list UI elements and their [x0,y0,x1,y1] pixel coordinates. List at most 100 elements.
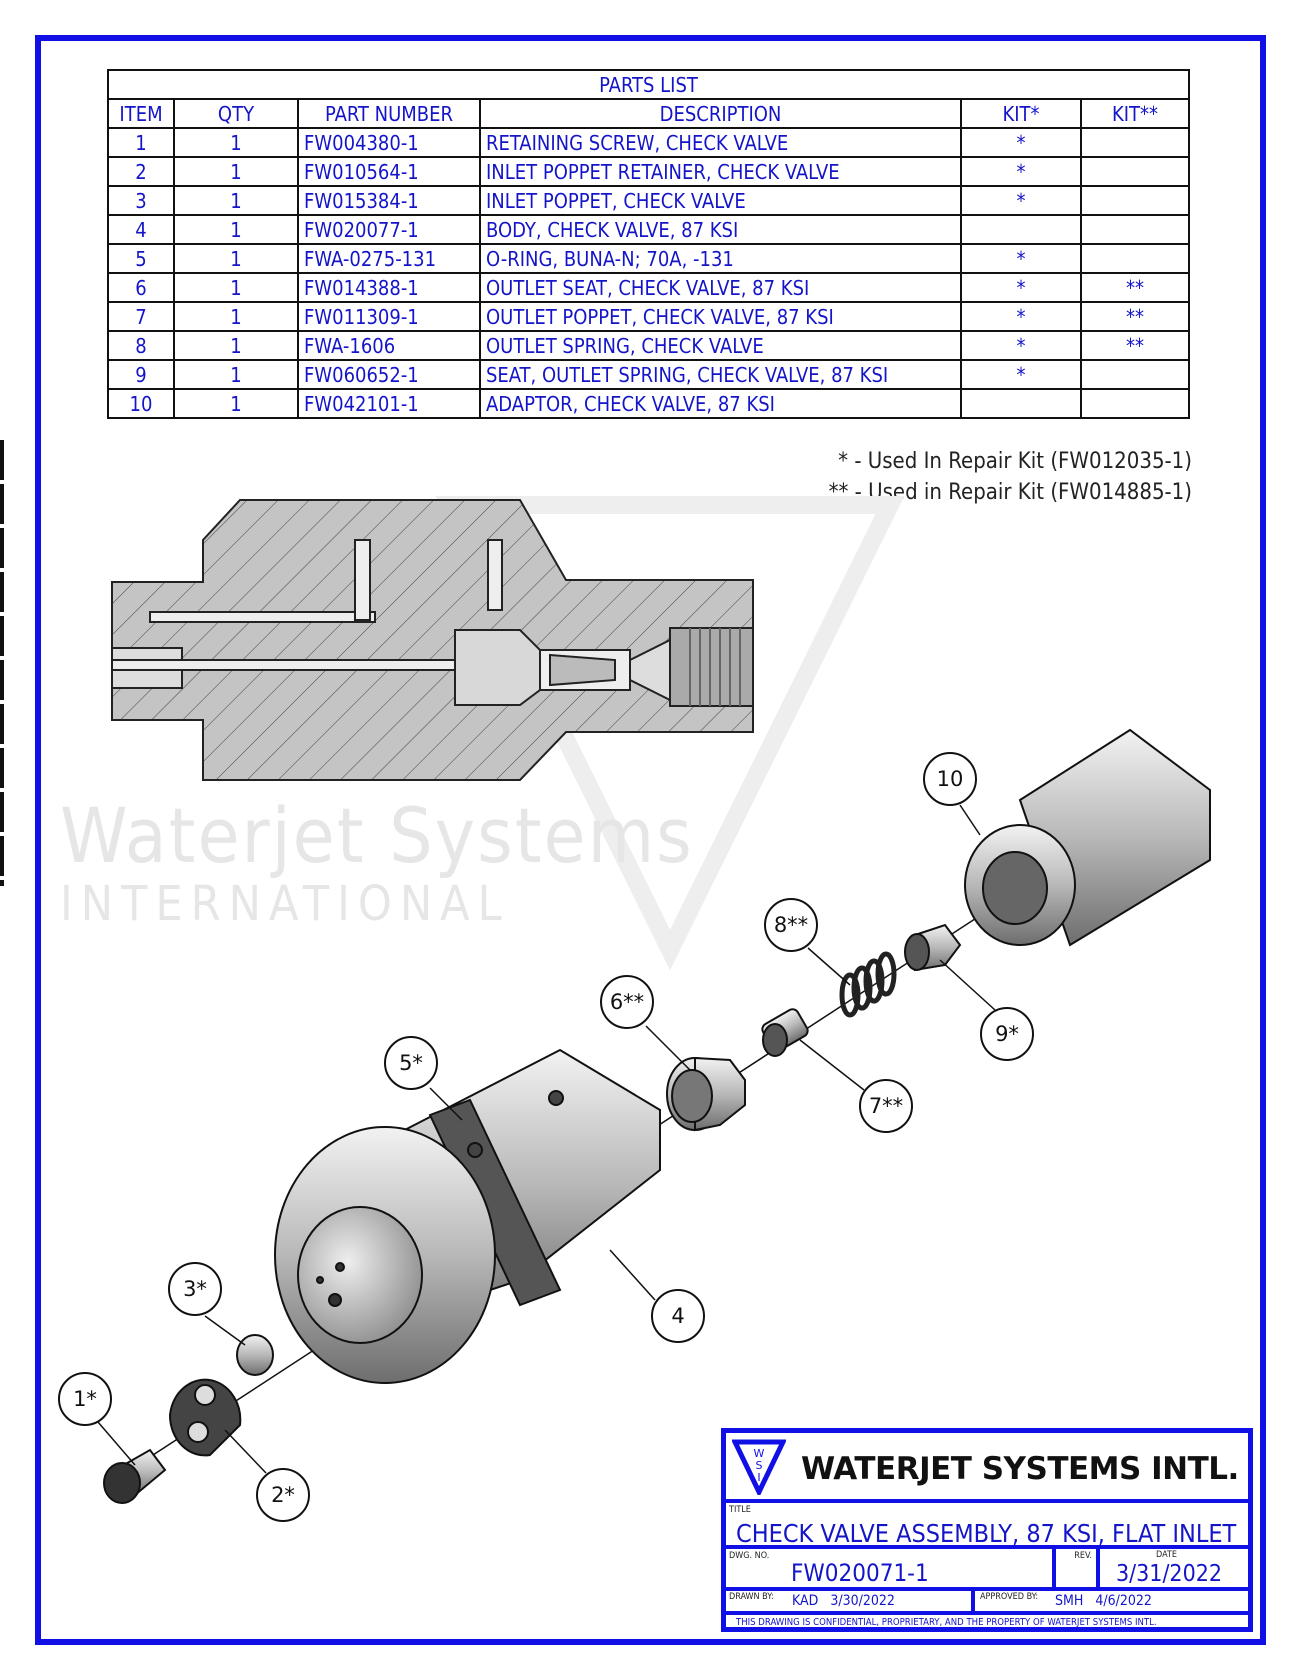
svg-text:I: I [757,1471,760,1484]
parts-list-table: PARTS LIST ITEM QTY PART NUMBER DESCRIPT… [107,69,1190,419]
cell-qty: 1 [173,214,299,245]
cell-kit2: ** [1080,272,1190,303]
cell-part: FW011309-1 [297,301,481,332]
leader-lines [97,804,996,1474]
watermark-subtext: INTERNATIONAL [60,876,510,932]
header-part-number: PART NUMBER [297,98,481,129]
cell-kit2 [1080,156,1190,187]
svg-text:W: W [754,1447,765,1460]
cell-part: FW042101-1 [297,388,481,419]
company-name: WATERJET SYSTEMS INTL. [801,1451,1239,1487]
drawing-date: 3/31/2022 [1116,1561,1223,1587]
cell-kit1: * [960,185,1082,216]
cell-item: 1 [107,127,175,158]
drawn-by-label: DRAWN BY: [729,1592,774,1602]
cell-desc: O-RING, BUNA-N; 70A, -131 [479,243,962,274]
cell-item: 5 [107,243,175,274]
company-row: W S I WATERJET SYSTEMS INTL. [726,1433,1248,1503]
wsi-logo-icon: W S I [732,1439,786,1495]
cell-kit2 [1080,127,1190,158]
cell-kit1: * [960,243,1082,274]
parts-list-title: PARTS LIST [107,69,1190,100]
title-label: TITLE [729,1505,751,1515]
cell-kit1: * [960,330,1082,361]
cell-desc: RETAINING SCREW, CHECK VALVE [479,127,962,158]
rev-label: REV. [1074,1551,1092,1561]
cell-kit1: * [960,359,1082,390]
cell-desc: OUTLET POPPET, CHECK VALVE, 87 KSI [479,301,962,332]
cell-desc: OUTLET SPRING, CHECK VALVE [479,330,962,361]
drawn-by: KAD 3/30/2022 [792,1593,895,1609]
cell-kit2 [1080,359,1190,390]
header-kit2: KIT** [1080,98,1190,129]
confidential-notice: THIS DRAWING IS CONFIDENTIAL, PROPRIETAR… [736,1617,1157,1628]
balloon-8ss: 8** [764,898,818,952]
dwg-row: DWG. NO. FW020071-1 REV. DATE 3/31/2022 [726,1549,1248,1591]
cell-qty: 1 [173,185,299,216]
cell-kit1: * [960,127,1082,158]
approved-by: SMH 4/6/2022 [1055,1593,1152,1609]
balloon-7ss: 7** [859,1079,913,1133]
balloon-4: 4 [651,1289,705,1343]
note-kit1: * - Used In Repair Kit (FW012035-1) [838,449,1192,474]
cell-kit1: * [960,301,1082,332]
exploded-view [103,728,1211,1504]
cell-kit2 [1080,388,1190,419]
cell-item: 8 [107,330,175,361]
cell-qty: 1 [173,243,299,274]
approval-row: DRAWN BY: KAD 3/30/2022 APPROVED BY: SMH… [726,1591,1248,1615]
page-edge-marks [0,440,4,886]
cell-kit1: * [960,156,1082,187]
cell-qty: 1 [173,272,299,303]
cell-part: FW020077-1 [297,214,481,245]
cell-kit2: ** [1080,330,1190,361]
cell-desc: BODY, CHECK VALVE, 87 KSI [479,214,962,245]
cell-desc: INLET POPPET, CHECK VALVE [479,185,962,216]
cell-part: FW010564-1 [297,156,481,187]
cell-part: FW015384-1 [297,185,481,216]
section-view [111,499,754,781]
header-kit1: KIT* [960,98,1082,129]
balloon-3s: 3* [168,1262,222,1316]
cell-item: 9 [107,359,175,390]
date-label: DATE [1156,1550,1177,1560]
cell-qty: 1 [173,127,299,158]
cell-item: 2 [107,156,175,187]
cell-item: 7 [107,301,175,332]
rev-cell: REV. [1052,1549,1100,1587]
cell-kit2 [1080,185,1190,216]
cell-kit2 [1080,214,1190,245]
cell-part: FW004380-1 [297,127,481,158]
cell-part: FW014388-1 [297,272,481,303]
balloon-6ss: 6** [600,975,654,1029]
cell-desc: OUTLET SEAT, CHECK VALVE, 87 KSI [479,272,962,303]
cell-qty: 1 [173,301,299,332]
cell-kit1: * [960,272,1082,303]
title-block: W S I WATERJET SYSTEMS INTL. TITLE CHECK… [721,1428,1253,1632]
balloon-1s: 1* [58,1372,112,1426]
cell-kit2 [1080,243,1190,274]
balloon-9s: 9* [980,1007,1034,1061]
cell-desc: ADAPTOR, CHECK VALVE, 87 KSI [479,388,962,419]
cell-part: FW060652-1 [297,359,481,390]
balloon-5s: 5* [384,1036,438,1090]
cell-item: 3 [107,185,175,216]
cell-item: 6 [107,272,175,303]
kit-notes: * - Used In Repair Kit (FW012035-1) ** -… [829,446,1192,508]
cell-desc: INLET POPPET RETAINER, CHECK VALVE [479,156,962,187]
drawing-number: FW020071-1 [791,1559,929,1587]
cell-desc: SEAT, OUTLET SPRING, CHECK VALVE, 87 KSI [479,359,962,390]
cell-item: 10 [107,388,175,419]
cell-part: FWA-0275-131 [297,243,481,274]
cell-part: FWA-1606 [297,330,481,361]
